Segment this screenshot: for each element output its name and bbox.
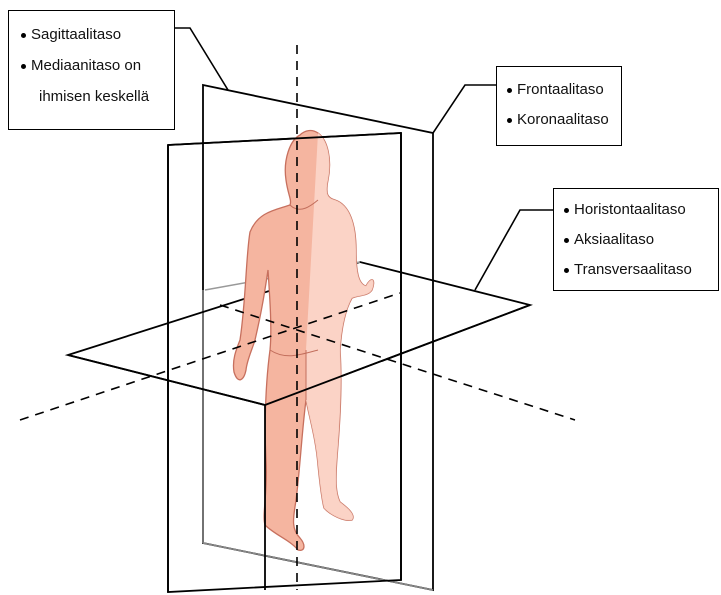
label-transverse: Transversaalitaso — [564, 255, 718, 285]
label-median-cont: ihmisen keskellä — [21, 81, 174, 112]
body-right-half-light — [306, 133, 374, 520]
label-frontal: Frontaalitaso — [507, 75, 621, 105]
label-axial: Aksiaalitaso — [564, 225, 718, 255]
bullet-icon — [21, 33, 26, 38]
label-coronal: Koronaalitaso — [507, 105, 621, 135]
bullet-icon — [507, 88, 512, 93]
leader-horizontal — [475, 210, 553, 290]
frontal-plane-label-box: Frontaalitaso Koronaalitaso — [496, 66, 622, 146]
leader-sagittal — [175, 28, 228, 90]
body-outline — [233, 131, 373, 551]
sagittal-plane-label-box: Sagittaalitaso Mediaanitaso on ihmisen k… — [8, 10, 175, 130]
leader-frontal — [433, 85, 496, 133]
human-body-figure — [233, 131, 373, 551]
bullet-icon — [21, 64, 26, 69]
bullet-icon — [507, 118, 512, 123]
bullet-icon — [564, 268, 569, 273]
label-median: Mediaanitaso on — [21, 50, 174, 81]
bullet-icon — [564, 208, 569, 213]
horizontal-plane-label-box: Horistontaalitaso Aksiaalitaso Transvers… — [553, 188, 719, 291]
label-sagittal: Sagittaalitaso — [21, 19, 174, 50]
label-horizontal: Horistontaalitaso — [564, 195, 718, 225]
bullet-icon — [564, 238, 569, 243]
